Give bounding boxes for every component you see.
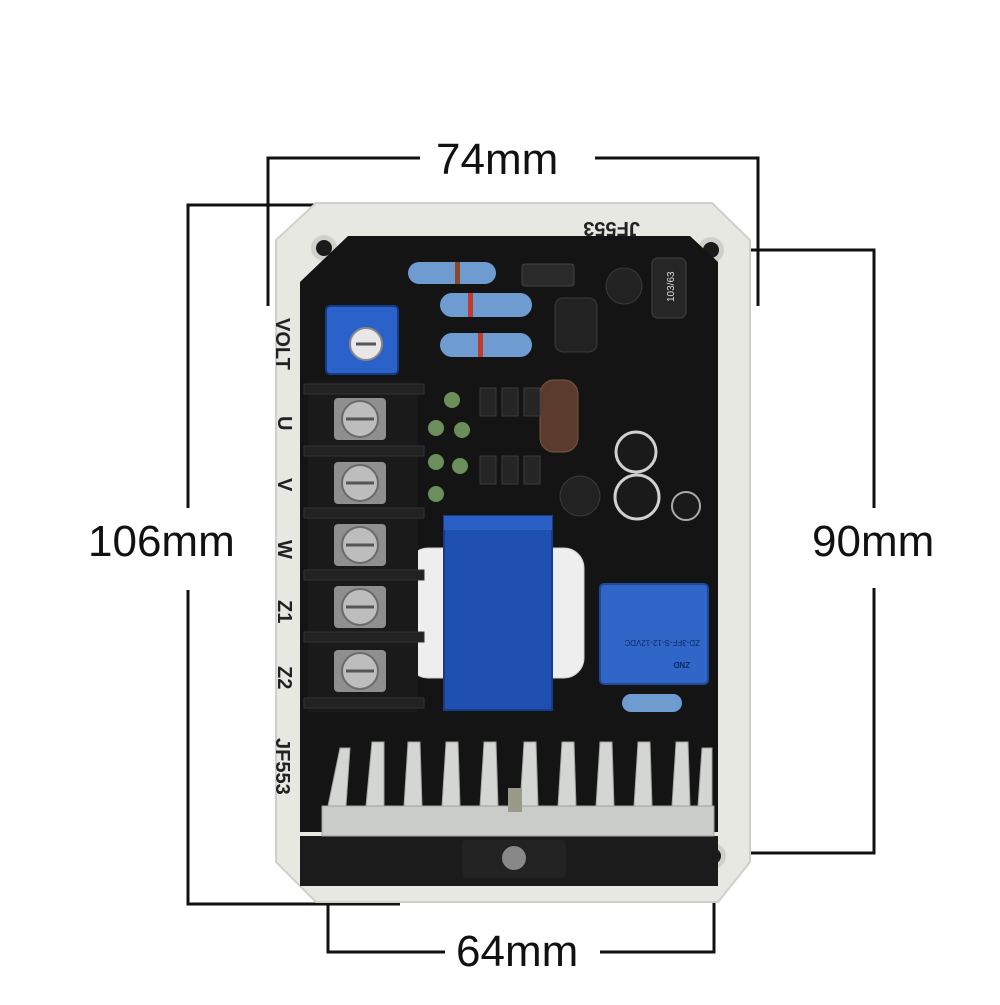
terminal-label-v: V xyxy=(273,478,295,492)
terminal-label-z1: Z1 xyxy=(273,600,295,623)
relay-model: ZD-3FF-S-12-12VDC xyxy=(624,638,700,647)
terminal-label-w: W xyxy=(273,540,295,559)
terminal-labels: U V W Z1 Z2 xyxy=(273,416,295,689)
heatsink xyxy=(321,741,715,878)
terminal-screw-u xyxy=(334,398,386,440)
model-label-top: JF553 xyxy=(583,217,640,239)
dimension-width-top-line xyxy=(266,156,420,306)
terminal-screw-z1 xyxy=(334,586,386,628)
model-label-side: JF553 xyxy=(271,738,293,795)
terminal-screw-z2 xyxy=(334,650,386,692)
dimension-width-label: 74mm xyxy=(430,138,565,182)
volt-potentiometer[interactable] xyxy=(325,305,399,375)
terminal-label-z2: Z2 xyxy=(273,666,295,689)
dimension-hole-pitch-h-label: 64mm xyxy=(450,930,585,974)
terminal-label-u: U xyxy=(273,416,295,430)
transistor-code: 103/63 xyxy=(666,271,677,302)
terminal-screw-v xyxy=(334,462,386,504)
relay: ZND ZD-3FF-S-12-12VDC xyxy=(599,583,709,685)
dimension-pitch-vertical-line xyxy=(712,248,876,508)
relay-brand: ZND xyxy=(673,660,690,669)
dimension-hole-pitch-v-label: 90mm xyxy=(806,520,941,564)
resistors xyxy=(408,262,682,712)
volt-label: VOLT xyxy=(271,318,293,370)
transformer xyxy=(443,515,553,711)
terminal-screws[interactable] xyxy=(334,398,386,692)
terminal-screw-w xyxy=(334,524,386,566)
dimension-height-label: 106mm xyxy=(82,520,241,564)
